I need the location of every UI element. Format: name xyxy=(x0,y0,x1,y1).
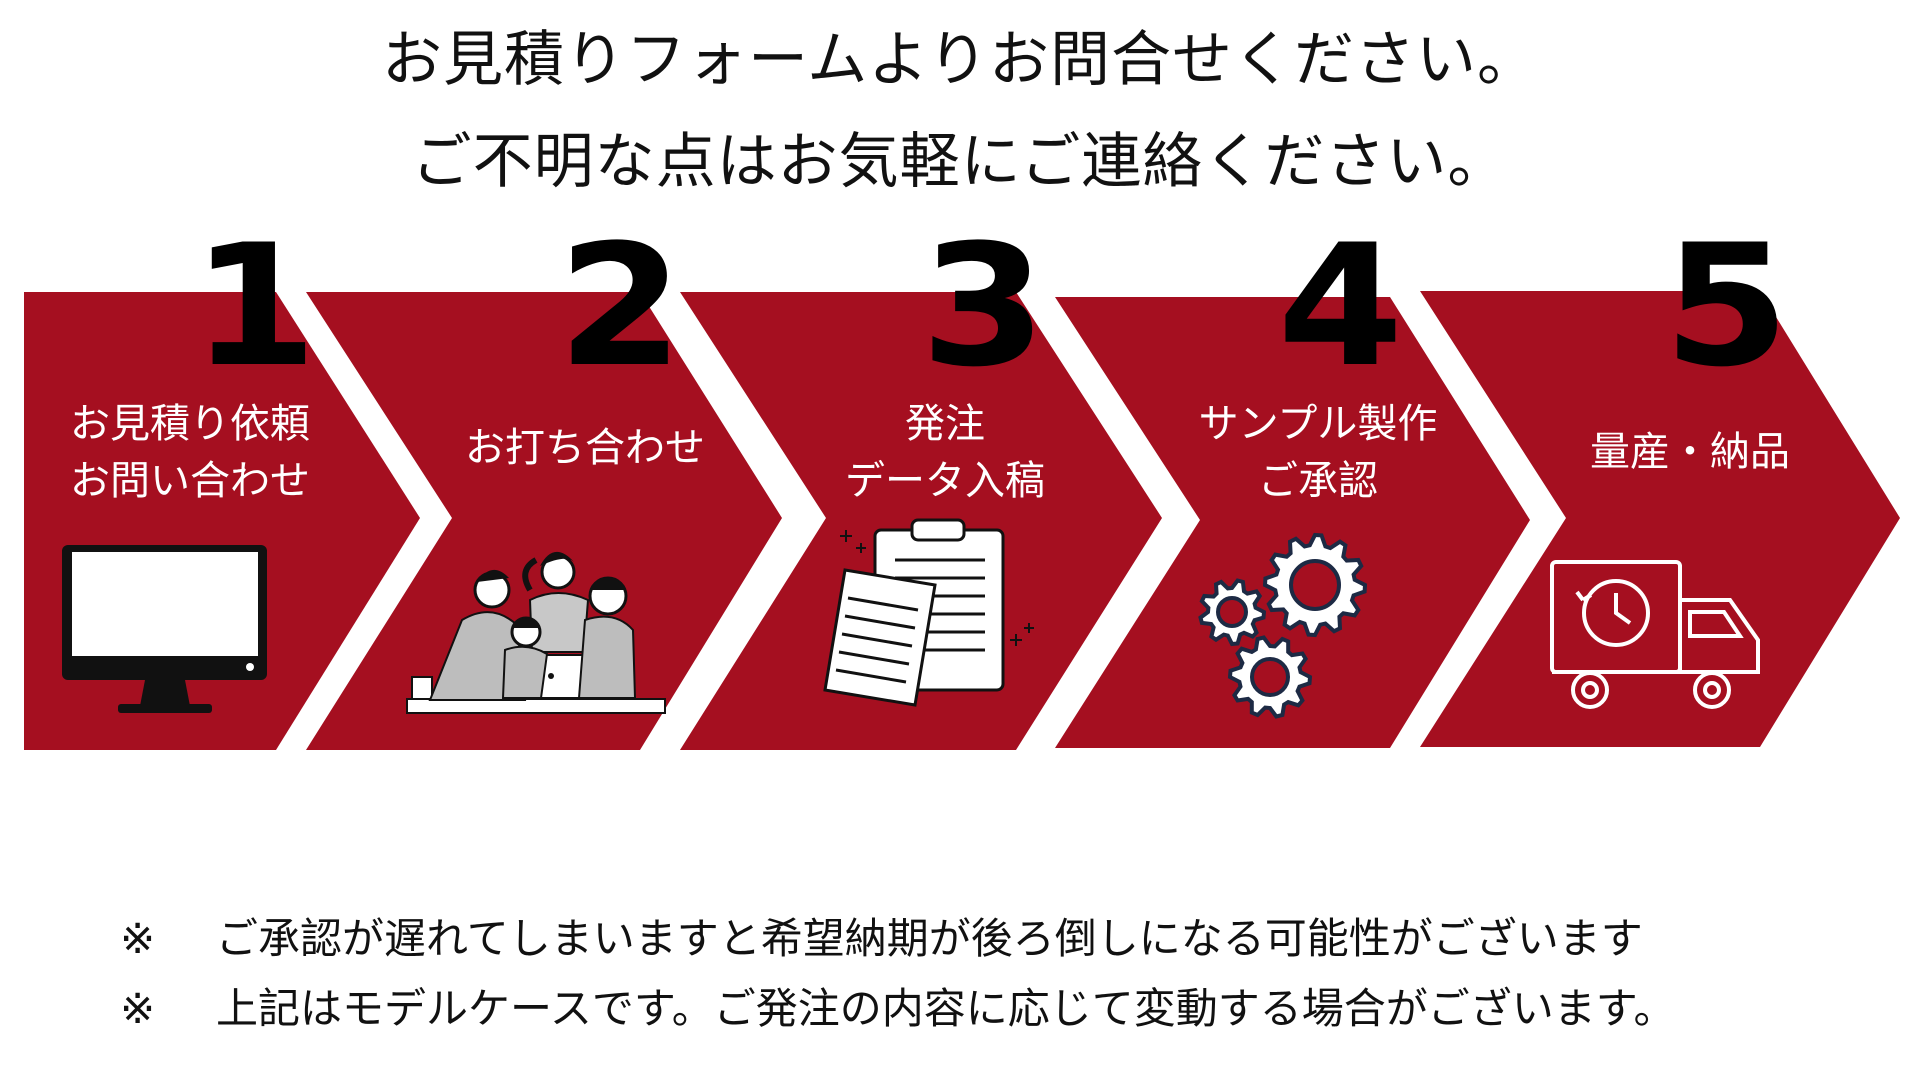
step-label-line: お見積り依頼 xyxy=(70,401,310,447)
gear-hole xyxy=(1289,559,1341,611)
note-line-1: ※ご承認が遅れてしまいますと希望納期が後ろ倒しになる可能性がございます xyxy=(120,918,1643,960)
header-line-1: お見積りフォームよりお問合せください。 xyxy=(382,25,1538,95)
gear-hole xyxy=(1216,596,1248,628)
gear-hole xyxy=(1250,657,1290,697)
step-label-line: ご承認 xyxy=(1258,458,1378,504)
gears-icon xyxy=(1198,532,1368,719)
note-text: ご承認が遅れてしまいますと希望納期が後ろ倒しになる可能性がございます xyxy=(216,914,1643,963)
chevron-step-4 xyxy=(1055,297,1530,748)
team-meeting-icon xyxy=(406,551,666,714)
clipboard-document-icon xyxy=(823,518,1034,707)
step-label-line: サンプル製作 xyxy=(1198,401,1438,447)
step-number-2: 2 xyxy=(557,208,684,404)
step-label-5: 量産・納品 xyxy=(1540,424,1840,481)
header-line-2: ご不明な点はお気軽にご連絡ください。 xyxy=(411,127,1509,197)
step-label-line: お打ち合わせ xyxy=(465,425,705,471)
step-label-2: お打ち合わせ xyxy=(435,420,735,477)
step-number-5: 5 xyxy=(1663,208,1790,404)
note-mark: ※ xyxy=(120,984,156,1033)
step-number-3: 3 xyxy=(920,208,1047,404)
monitor-icon xyxy=(62,545,267,713)
delivery-truck-icon xyxy=(1550,560,1760,709)
step-label-line: 発注 xyxy=(905,401,985,447)
chevron-step-5 xyxy=(1420,291,1900,747)
note-mark: ※ xyxy=(120,914,156,963)
step-label-line: お問い合わせ xyxy=(70,458,310,504)
step-label-3: 発注 データ入稿 xyxy=(795,396,1095,510)
note-text: 上記はモデルケースです。ご発注の内容に応じて変動する場合がございます。 xyxy=(216,984,1676,1033)
step-label-1: お見積り依頼 お問い合わせ xyxy=(40,396,340,510)
note-line-2: ※上記はモデルケースです。ご発注の内容に応じて変動する場合がございます。 xyxy=(120,988,1676,1030)
step-number-4: 4 xyxy=(1277,208,1404,404)
step-label-line: データ入稿 xyxy=(845,458,1045,504)
chevron-step-2 xyxy=(306,292,782,750)
step-number-1: 1 xyxy=(191,208,318,404)
step-label-line: 量産・納品 xyxy=(1590,429,1790,475)
step-label-4: サンプル製作 ご承認 xyxy=(1168,396,1468,510)
